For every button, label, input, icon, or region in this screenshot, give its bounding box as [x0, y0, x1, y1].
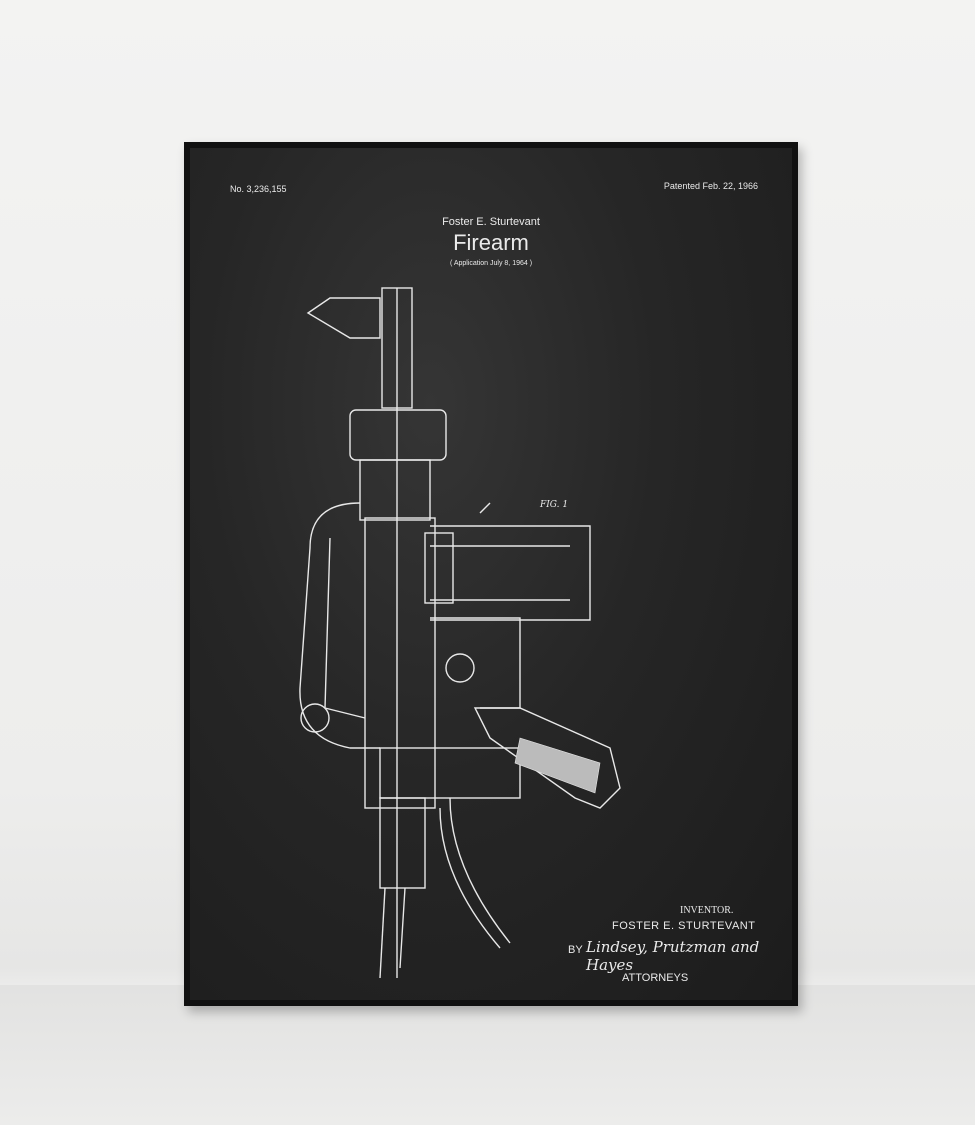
attorneys-label: ATTORNEYS — [622, 972, 689, 984]
application-date: ( Application July 8, 1964 ) — [449, 260, 533, 267]
figure-label: FIG. 1 — [540, 500, 569, 510]
attorneys-signature: Lindsey, Prutzman and Hayes — [586, 938, 760, 974]
patent-number: No. 3,236,155 — [230, 184, 287, 194]
inventor-header: Foster E. Sturtevant — [442, 216, 540, 228]
inventor-name: FOSTER E. STURTEVANT — [612, 920, 756, 932]
patent-date: Patented Feb. 22, 1966 — [663, 181, 758, 191]
inventor-label: INVENTOR. — [680, 905, 734, 916]
poster-frame: No. 3,236,155 Patented Feb. 22, 1966 Fos… — [184, 142, 798, 1006]
poster-title: Firearm — [453, 230, 529, 255]
patent-poster: No. 3,236,155 Patented Feb. 22, 1966 Fos… — [190, 148, 792, 1000]
by-label: BY — [568, 944, 583, 956]
rifle-patent-drawing — [299, 287, 621, 979]
floor — [0, 985, 975, 1125]
